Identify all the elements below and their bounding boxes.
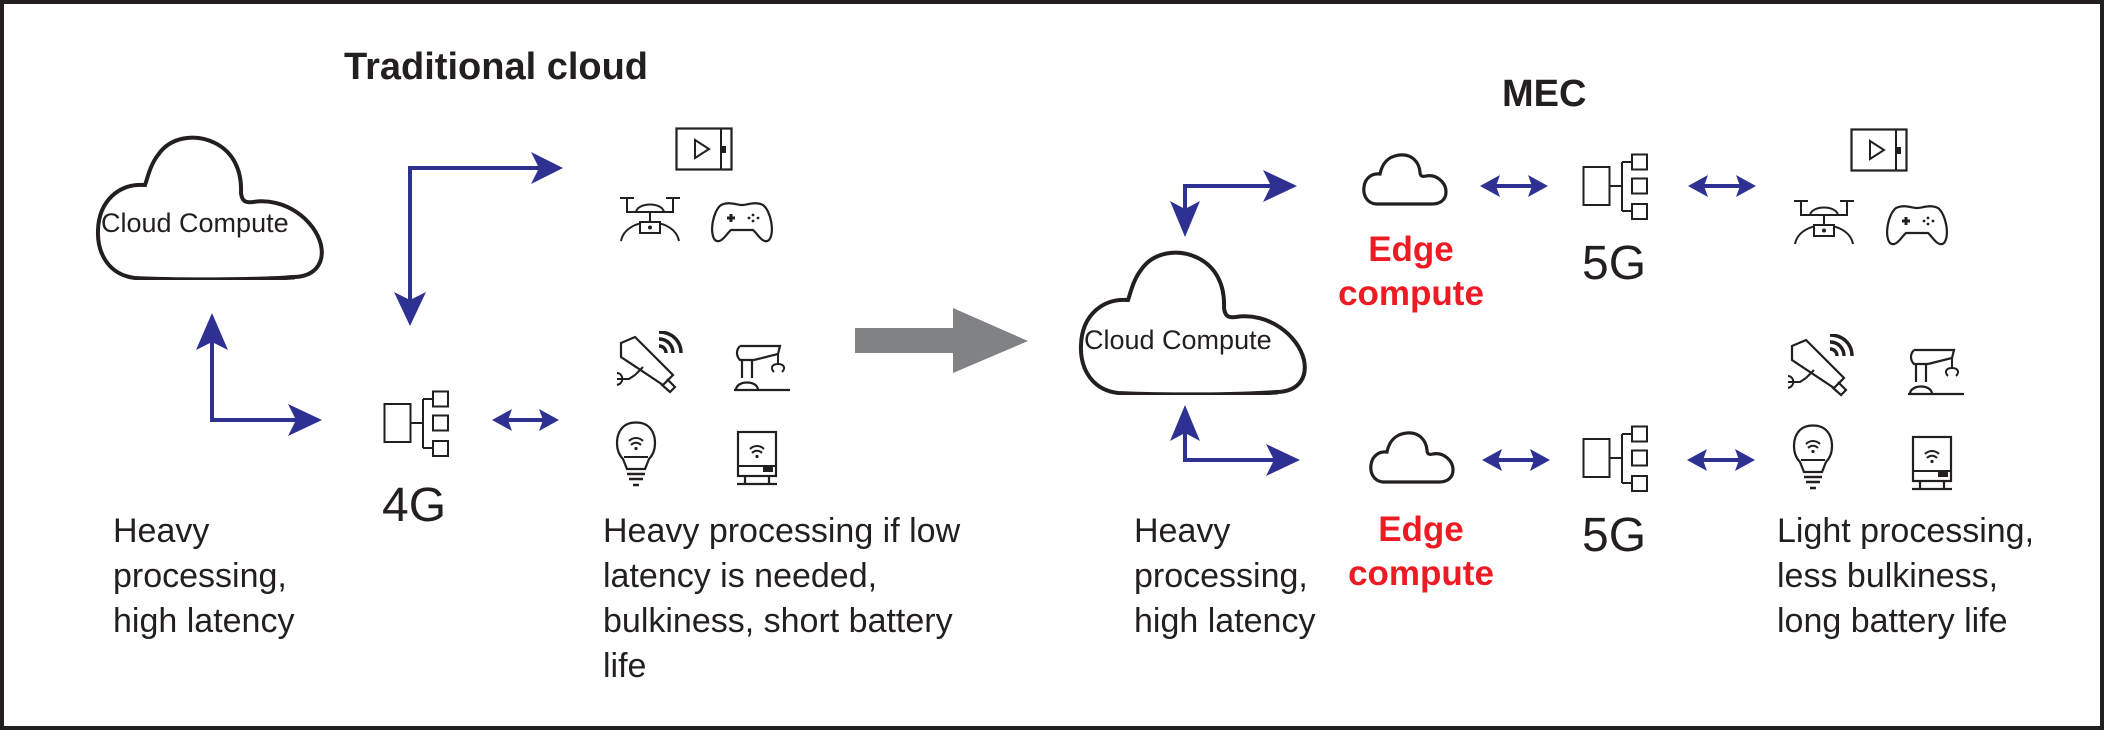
edge-compute-bottom-line2: compute [1348, 554, 1494, 593]
mec-cloud-label: Cloud Compute [1084, 325, 1272, 355]
arrow-cloud-to-devices-and-4g [408, 166, 540, 305]
gamepad-icon [1885, 204, 1949, 246]
traditional-device-caption: Heavy processing if low latency is neede… [603, 512, 961, 685]
double-arrow-edge-5g-bottom [1482, 449, 1550, 471]
smart-router-icon [735, 430, 779, 486]
mec-network-top-label: 5G [1582, 237, 1647, 290]
double-arrow-5g-devices-top [1688, 175, 1756, 197]
edge-cloud-top-icon [1362, 153, 1448, 206]
arrow-cloud-to-edge-bottom [1183, 428, 1278, 462]
arrowhead-down [394, 292, 426, 326]
double-arrow-4g-devices [492, 409, 559, 431]
edge-compute-bottom-label: Edge compute [1340, 508, 1502, 596]
mec-device-caption: Light processing, less bulkiness, long b… [1777, 512, 2035, 640]
traditional-cloud-caption: Heavy processing, high latency [113, 512, 295, 640]
edge-cloud-bottom-icon [1369, 431, 1455, 484]
security-camera-icon [615, 331, 683, 394]
smart-bulb-icon [615, 421, 657, 487]
network-4g-icon [383, 390, 449, 457]
arrowhead-right [1266, 444, 1300, 476]
transition-arrow [855, 308, 1028, 373]
arrowhead-right [531, 152, 563, 184]
traditional-cloud-label: Cloud Compute [101, 208, 289, 238]
arrowhead-right [1263, 170, 1297, 202]
mec-cloud-caption: Heavy processing, high latency [1134, 512, 1316, 640]
drone-icon [619, 197, 681, 242]
security-camera-icon [1786, 334, 1854, 397]
traditional-network-label: 4G [382, 479, 447, 532]
double-arrow-5g-devices-bottom [1687, 449, 1755, 471]
edge-compute-top-line1: Edge [1368, 230, 1454, 269]
tablet-video-icon [675, 127, 733, 171]
arrow-cloud-to-edge-top [1183, 184, 1275, 215]
gamepad-icon [710, 201, 774, 243]
arrowhead-up [1170, 405, 1200, 441]
network-5g-top-icon [1582, 153, 1648, 220]
arrowhead-right [288, 404, 322, 436]
double-arrow-edge-5g-top [1480, 175, 1548, 197]
traditional-cloud-title: Traditional cloud [344, 46, 649, 88]
mec-network-bottom-label: 5G [1582, 509, 1647, 562]
smart-router-icon [1910, 435, 1954, 491]
tablet-video-icon [1850, 128, 1908, 172]
robot-arm-icon [734, 344, 790, 392]
edge-compute-bottom-line1: Edge [1378, 510, 1464, 549]
mec-title: MEC [1502, 73, 1587, 115]
edge-compute-top-label: Edge compute [1330, 228, 1492, 316]
smart-bulb-icon [1792, 424, 1834, 490]
arrowhead-up [196, 313, 228, 350]
network-5g-bottom-icon [1582, 425, 1648, 492]
arrowhead-down [1170, 201, 1200, 237]
edge-compute-top-line2: compute [1338, 274, 1484, 313]
robot-arm-icon [1908, 348, 1964, 396]
drone-icon [1793, 200, 1855, 245]
arrow-4g-to-cloud [210, 340, 300, 422]
